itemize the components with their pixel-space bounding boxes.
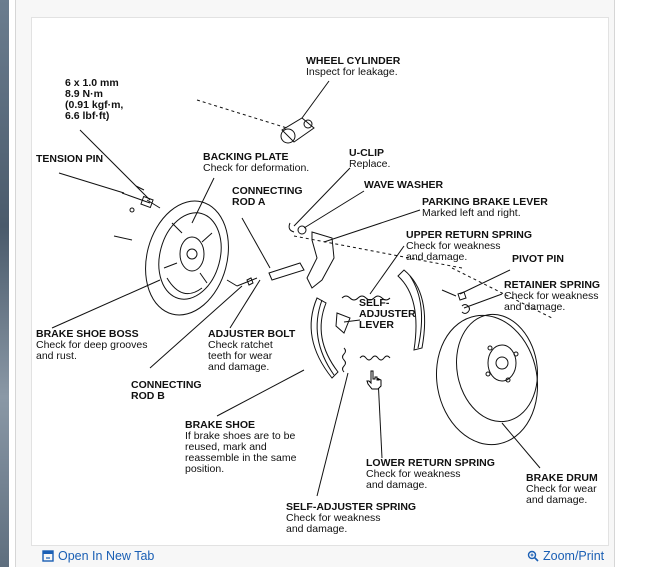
label-retainer-spring: RETAINER SPRING Check for weakness and d… — [504, 279, 601, 313]
brake-shoe-right-part — [397, 269, 426, 351]
label-brake-shoe-boss: BRAKE SHOE BOSS Check for deep grooves a… — [36, 328, 148, 362]
label-connecting-rod-b: CONNECTING ROD B — [131, 379, 202, 402]
label-brake-shoe: BRAKE SHOE If brake shoes are to be reus… — [185, 419, 297, 475]
lower-return-spring-part — [359, 355, 391, 361]
upper-return-spring-part — [341, 295, 391, 301]
label-self-adjuster-spring: SELF-ADJUSTER SPRING Check for weakness … — [286, 501, 417, 535]
brake-exploded-diagram: WHEEL CYLINDER Inspect for leakage. 6 x … — [31, 17, 609, 546]
self-adjuster-lever-part — [335, 312, 351, 334]
label-lower-return-spring: LOWER RETURN SPRING Check for weakness a… — [366, 457, 495, 491]
label-connecting-rod-a: CONNECTING ROD A — [232, 185, 303, 208]
retainer-spring-part — [461, 304, 470, 314]
pivot-pin-part — [441, 289, 467, 301]
parking-brake-lever-part — [288, 222, 335, 289]
diagram-artwork — [51, 80, 553, 497]
label-wheel-cylinder: WHEEL CYLINDER Inspect for leakage. — [306, 55, 401, 78]
zoom-print-label[interactable]: Zoom/Print — [543, 549, 605, 563]
bolts-part — [113, 185, 161, 241]
label-self-adjuster-lever: SELF- ADJUSTER LEVER — [359, 297, 416, 331]
label-parking-brake-lever: PARKING BRAKE LEVER Marked left and righ… — [422, 196, 548, 219]
leader-lines — [51, 80, 541, 497]
label-upper-return-spring: UPPER RETURN SPRING Check for weakness a… — [406, 229, 533, 263]
viewer-footer: Open In New Tab Zoom/Print — [15, 545, 613, 567]
label-adjuster-bolt: ADJUSTER BOLT Check ratchet teeth for we… — [208, 328, 296, 373]
open-in-new-tab-icon — [42, 550, 54, 562]
brake-shoe-part — [310, 297, 339, 379]
zoom-icon — [527, 550, 539, 562]
brake-drum-part — [435, 313, 539, 446]
wheel-cylinder-part — [280, 117, 315, 144]
open-in-new-tab-link[interactable]: Open In New Tab — [42, 549, 154, 563]
zoom-print-link[interactable]: Zoom/Print — [527, 549, 604, 563]
label-backing-plate: BACKING PLATE Check for deformation. — [203, 151, 310, 174]
connecting-rod-a-part — [226, 262, 305, 287]
label-pivot-pin: PIVOT PIN — [512, 253, 564, 265]
window-edge — [0, 0, 9, 567]
label-tension-pin: TENSION PIN — [36, 153, 104, 165]
self-adjuster-spring-part — [342, 347, 346, 373]
label-brake-drum: BRAKE DRUM Check for wear and damage. — [526, 472, 598, 506]
assembly-line — [196, 99, 553, 319]
label-torque-spec: 6 x 1.0 mm 8.9 N·m (0.91 kgf·m, 6.6 lbf·… — [65, 77, 124, 122]
label-wave-washer: WAVE WASHER — [364, 179, 444, 191]
label-u-clip: U-CLIP Replace. — [349, 147, 391, 170]
open-in-new-tab-label[interactable]: Open In New Tab — [58, 549, 155, 563]
backing-plate-part — [145, 200, 229, 316]
